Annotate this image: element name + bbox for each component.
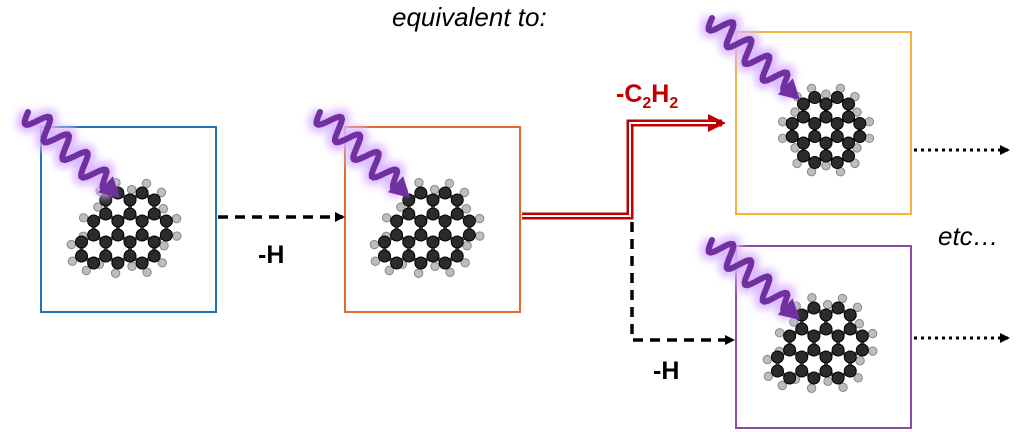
c2h2-loss-label: -C2H2	[616, 80, 679, 112]
h-loss-label-1: -H	[258, 241, 285, 269]
h-loss-arrow-2	[630, 222, 735, 345]
molecule-box-2	[344, 126, 521, 313]
h-loss-label-2: -H	[653, 357, 680, 385]
molecule-box-4	[735, 245, 912, 429]
equivalent-label: equivalent to:	[392, 2, 547, 32]
molecule-box-3	[735, 31, 912, 215]
pah-molecule-icon	[777, 83, 875, 177]
pah-molecule-icon	[369, 177, 485, 278]
etc-label: etc…	[938, 221, 999, 251]
wavy-photon-arrow-icon	[308, 108, 410, 199]
c2h2-loss-arrow	[522, 114, 726, 220]
molecule-box-1	[40, 126, 217, 313]
pah-molecule-icon	[66, 177, 182, 278]
wavy-photon-arrow-icon	[700, 13, 800, 101]
wavy-photon-arrow-icon	[16, 108, 120, 199]
wavy-photon-arrow-icon	[700, 235, 800, 321]
